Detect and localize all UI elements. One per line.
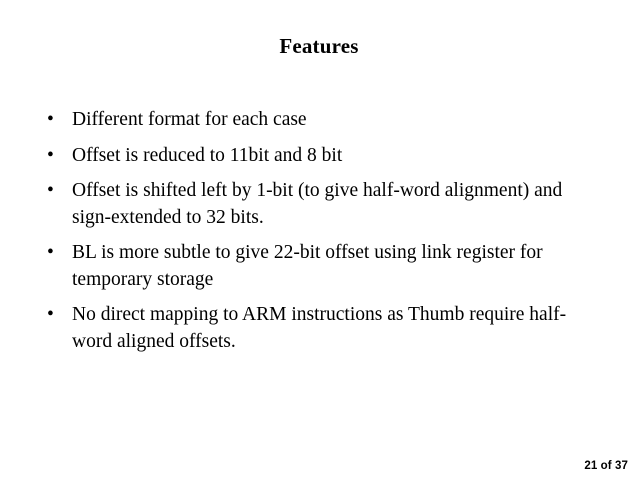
page-title: Features	[279, 34, 359, 58]
bullet-list: • Different format for each case • Offse…	[40, 107, 600, 355]
list-item-text: Offset is shifted left by 1-bit (to give…	[72, 180, 563, 228]
list-item: • Offset is reduced to 11bit and 8 bit	[40, 143, 600, 170]
bullet-dot-icon: •	[47, 144, 54, 166]
bullet-dot-icon: •	[47, 304, 54, 325]
bullet-dot-icon: •	[47, 180, 54, 201]
list-item-text: No direct mapping to ARM instructions as…	[72, 304, 567, 352]
bullet-dot-icon: •	[47, 242, 54, 263]
page-number: 21 of 37	[584, 460, 628, 472]
list-item-text: BL is more subtle to give 22-bit offset …	[72, 242, 543, 290]
list-item-text: Offset is reduced to 11bit and 8 bit	[72, 144, 343, 166]
list-item: • BL is more subtle to give 22-bit offse…	[40, 240, 600, 293]
list-item: • Offset is shifted left by 1-bit (to gi…	[40, 178, 600, 231]
list-item: • No direct mapping to ARM instructions …	[40, 302, 600, 355]
list-item-text: Different format for each case	[72, 109, 307, 130]
bullet-dot-icon: •	[47, 109, 54, 130]
list-item: • Different format for each case	[40, 107, 600, 134]
